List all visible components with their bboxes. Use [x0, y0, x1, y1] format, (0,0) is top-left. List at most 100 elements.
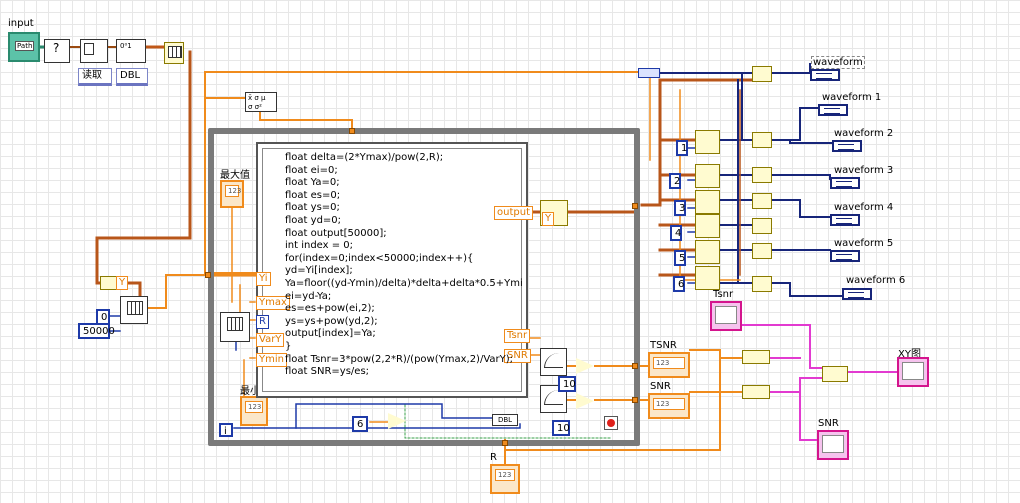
formula-code-line: float ei=0; — [285, 164, 338, 176]
formula-code-line: float output[50000]; — [285, 227, 387, 239]
waveform-label: waveform — [811, 56, 865, 69]
waveform3-indicator[interactable] — [830, 177, 860, 189]
build-waveform-node-3[interactable] — [752, 193, 772, 209]
file-dialog-node[interactable]: ? — [44, 39, 70, 63]
open-file-node[interactable] — [80, 39, 108, 63]
array-subset-node[interactable] — [120, 296, 148, 324]
build-array-node[interactable] — [164, 42, 184, 64]
dbl-type-ring[interactable]: DBL — [116, 68, 148, 86]
waveform1-indicator[interactable] — [818, 104, 848, 116]
tsnr-indicator-display: 123 — [653, 357, 685, 369]
formula-input-ymin[interactable]: Ymin — [256, 353, 287, 367]
build-waveform-node-2[interactable] — [752, 167, 772, 183]
index-array-node-6[interactable] — [695, 266, 720, 290]
index-array-node-4[interactable] — [695, 214, 720, 238]
snr-graph[interactable] — [817, 430, 849, 460]
log-curve-icon — [544, 353, 563, 368]
max-value-label: 最大值 — [220, 170, 250, 181]
index-array-node-3[interactable] — [695, 190, 720, 214]
std-dev-node[interactable]: x̄ σ µ σ σ² — [245, 92, 277, 112]
index-array-node-5[interactable] — [695, 240, 720, 264]
multiply-node-tsnr[interactable] — [576, 358, 594, 374]
r-indicator[interactable]: 123 — [490, 464, 520, 494]
index-constant-6[interactable]: 6 — [673, 276, 685, 292]
waveform6-indicator[interactable] — [842, 288, 872, 300]
xy-graph[interactable] — [897, 357, 929, 387]
dbl-conversion-node[interactable]: DBL — [492, 414, 518, 426]
waveform2-indicator[interactable] — [832, 140, 862, 152]
snr-indicator-display: 123 — [653, 398, 685, 410]
while-loop-structure[interactable] — [208, 128, 640, 446]
index-constant-4[interactable]: 4 — [670, 225, 682, 241]
min-value-indicator[interactable]: 123 — [240, 396, 268, 426]
xy-graph-screen — [902, 362, 924, 380]
tsnr-graph[interactable] — [710, 301, 742, 331]
formula-output-tsnr[interactable]: Tsnr — [504, 329, 531, 343]
index-array-node[interactable] — [220, 312, 250, 342]
index-array-node-1[interactable] — [695, 130, 720, 154]
formula-input-yi[interactable]: Yi — [256, 272, 271, 286]
loop-tunnel-left — [205, 272, 211, 278]
formula-output-snr[interactable]: SNR — [504, 349, 531, 363]
loop-tunnel-bottom — [502, 440, 508, 446]
build-waveform-node-5[interactable] — [752, 243, 772, 259]
waveform5-label: waveform 5 — [834, 238, 894, 249]
six-constant[interactable]: 6 — [352, 416, 368, 432]
index-constant-2[interactable]: 2 — [669, 173, 681, 189]
ten-constant-snr[interactable]: 10 — [552, 420, 570, 436]
bundle-node-snr[interactable] — [742, 385, 770, 399]
length-constant[interactable]: 50000 — [78, 323, 115, 339]
tsnr-graph-screen — [715, 306, 737, 324]
waveform-indicator[interactable] — [810, 69, 840, 81]
build-waveform-y-label: Y — [542, 212, 555, 226]
formula-code-line: float Tsnr=3*pow(2,2*R)/(pow(Ymax,2)/Var… — [285, 353, 514, 365]
stop-icon — [607, 419, 615, 427]
unbundle-node-top[interactable] — [638, 68, 660, 78]
formula-node-inner — [262, 148, 522, 392]
formula-input-r[interactable]: R — [256, 315, 269, 329]
question-icon: ? — [53, 41, 60, 55]
formula-code-line: float SNR=ys/es; — [285, 366, 370, 378]
snr-graph-screen — [822, 435, 844, 453]
waveform2-label: waveform 2 — [834, 128, 894, 139]
iteration-terminal: i — [219, 423, 233, 437]
stop-button-terminal[interactable] — [604, 416, 618, 430]
index-constant-3[interactable]: 3 — [674, 200, 686, 216]
index-array-node-2[interactable] — [695, 164, 720, 188]
path-control[interactable]: Path — [8, 32, 40, 62]
multiply-node-snr[interactable] — [576, 393, 594, 409]
ten-constant-tsnr[interactable]: 10 — [558, 376, 576, 392]
snr-label: SNR — [650, 381, 671, 392]
min-value-label: 最小值 — [240, 386, 270, 397]
max-value-indicator[interactable]: 123 — [220, 180, 244, 208]
read-mode-ring[interactable]: 读取 — [78, 68, 112, 86]
waveform5-indicator[interactable] — [830, 250, 860, 262]
build-waveform-node-1[interactable] — [752, 132, 772, 148]
index-array-icon — [227, 317, 243, 331]
loop-tunnel-right-2 — [632, 363, 638, 369]
formula-code-line: ys=ys+pow(yd,2); — [285, 315, 378, 327]
waveform1-label: waveform 1 — [822, 92, 882, 103]
formula-input-ymax[interactable]: Ymax — [256, 296, 290, 310]
r-label: R — [490, 452, 497, 463]
formula-code-line: int index = 0; — [285, 240, 354, 252]
index-constant-5[interactable]: 5 — [674, 250, 686, 266]
index-constant-1[interactable]: 1 — [676, 140, 688, 156]
formula-code-line: float Ya=0; — [285, 177, 340, 189]
read-binary-node[interactable]: 0⁰1 — [116, 39, 146, 63]
waveform4-label: waveform 4 — [834, 202, 894, 213]
snr-indicator[interactable]: 123 — [648, 393, 690, 419]
loop-tunnel-top — [349, 128, 355, 134]
greater-compare-node[interactable] — [388, 413, 406, 429]
tsnr-indicator[interactable]: 123 — [648, 352, 690, 378]
build-xy-node[interactable] — [822, 366, 848, 382]
build-waveform-node-4[interactable] — [752, 218, 772, 234]
array-subset-icon — [127, 301, 143, 315]
formula-output-output[interactable]: output — [494, 206, 533, 220]
build-waveform-node-0[interactable] — [752, 66, 772, 82]
waveform4-indicator[interactable] — [830, 214, 860, 226]
build-waveform-node-6[interactable] — [752, 276, 772, 292]
log10-node-tsnr[interactable] — [540, 348, 567, 376]
formula-input-vary[interactable]: VarY — [256, 333, 285, 347]
bundle-node-tsnr[interactable] — [742, 350, 770, 364]
